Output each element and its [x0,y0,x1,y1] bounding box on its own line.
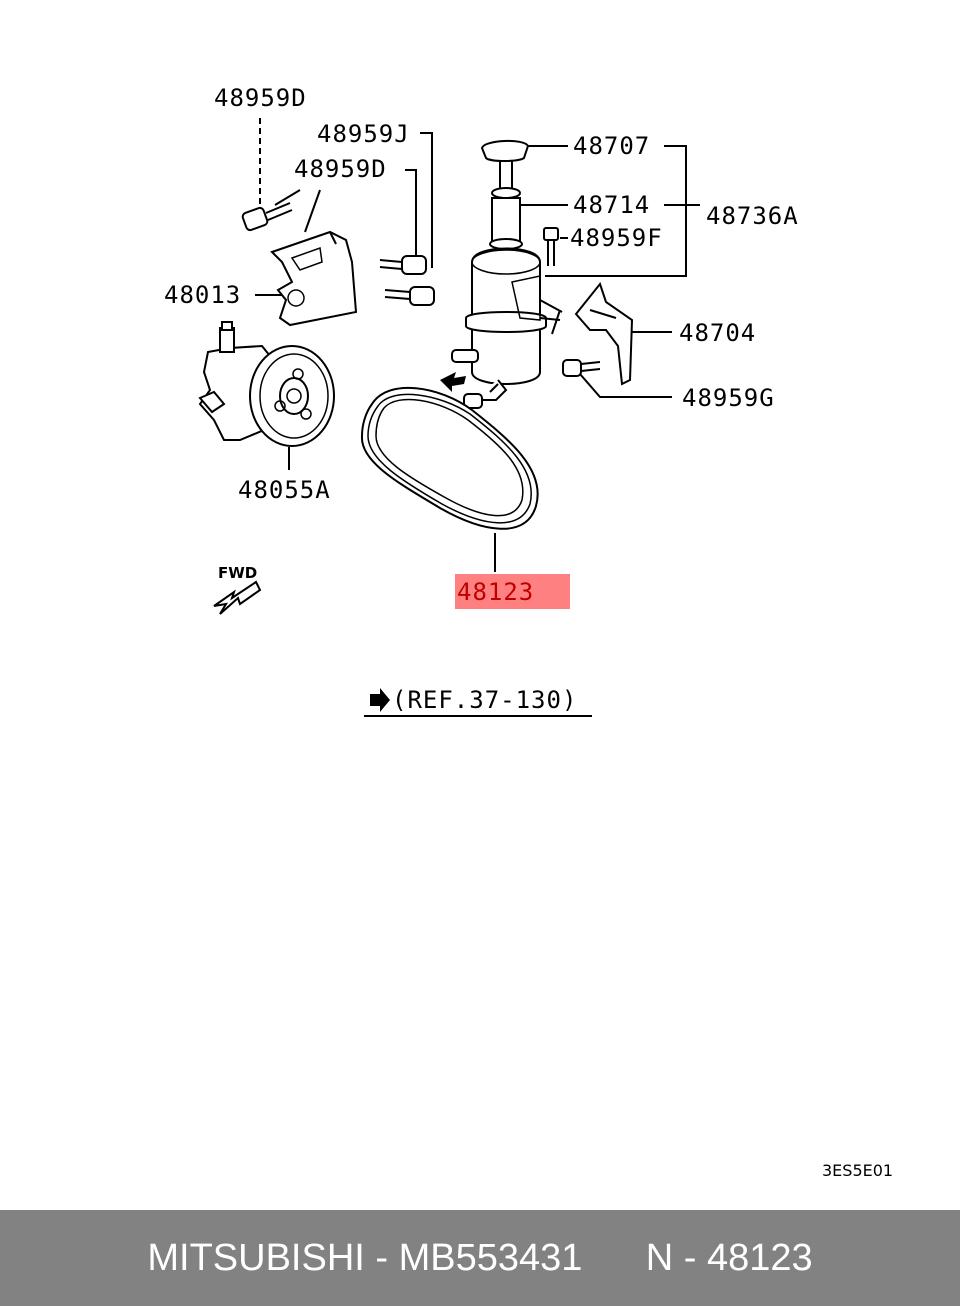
ref-arrow-icon [370,688,390,712]
arrow-icon [440,372,466,392]
label-48959D-mid: 48959D [294,155,387,183]
bolt-48959G [562,359,601,377]
label-48013: 48013 [164,281,241,309]
fwd-arrow-icon [213,580,262,615]
bolts-48959D-mid [379,255,435,306]
bolt-48959D-top [241,202,293,232]
label-48959D-top: 48959D [214,84,307,112]
pump-48055A [198,321,335,447]
footer-text: MITSUBISHI - MB553431 N - 48123 [147,1236,813,1279]
cap-48707 [480,140,530,190]
bolt-48959F [543,227,559,266]
label-48123: 48123 [457,578,534,606]
label-48707: 48707 [573,132,650,160]
ref-text: (REF.37-130) [392,686,577,714]
reservoir-48736A [451,247,563,409]
label-48055A: 48055A [238,476,331,504]
label-48959F: 48959F [570,224,663,252]
neck-48714 [489,187,523,250]
label-48959J: 48959J [317,120,410,148]
bracket-48704 [574,281,634,386]
belt-48123 [360,386,539,530]
fwd-label: FWD [218,564,257,582]
highlight-box-48123 [455,574,570,609]
parts-diagram: 48959D 48959J 48959D 48707 48714 48736A … [164,84,893,1180]
label-48714: 48714 [573,191,650,219]
label-48959G: 48959G [682,384,775,412]
footer-bar: MITSUBISHI - MB553431 N - 48123 [0,1210,960,1306]
bracket-48013 [270,230,358,327]
diagram-code: 3ES5E01 [822,1161,893,1180]
label-48704: 48704 [679,319,756,347]
label-48736A: 48736A [706,202,799,230]
leader-lines [255,118,700,572]
